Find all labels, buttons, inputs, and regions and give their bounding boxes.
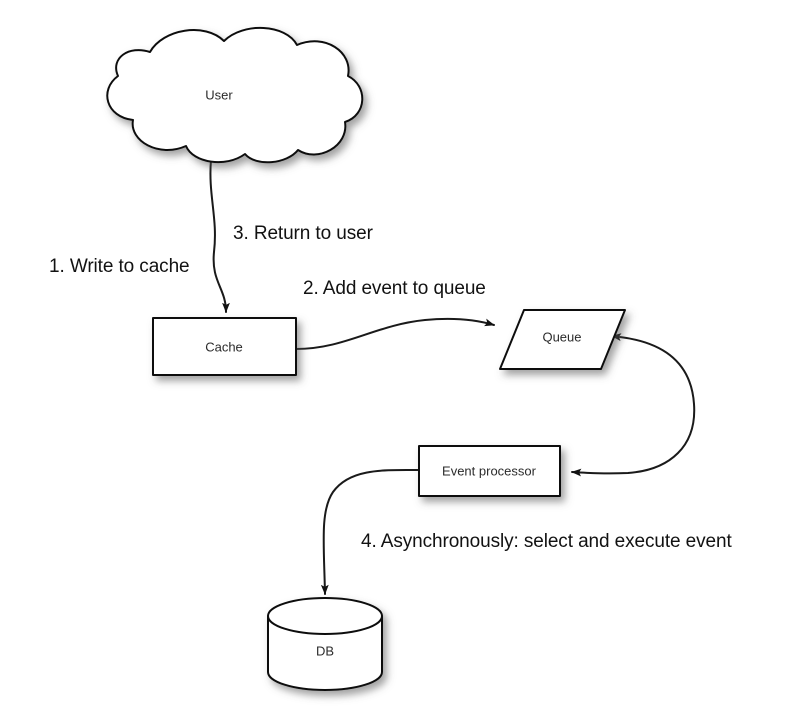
node-db-label: DB (316, 643, 334, 658)
queue-shape (499, 309, 626, 370)
node-event-processor[interactable]: Event processor (418, 445, 561, 497)
step-label-add-event-to-queue: 2. Add event to queue (303, 278, 486, 299)
edge-layer (209, 159, 696, 595)
node-cache[interactable]: Cache (152, 317, 297, 376)
node-cache-label: Cache (205, 339, 243, 354)
edge-cache-to-queue (295, 317, 495, 350)
step-label-return-to-user: 3. Return to user (233, 223, 373, 244)
cloud-shape (106, 27, 364, 164)
node-user[interactable]: User (106, 27, 364, 164)
cache-shape (152, 317, 297, 376)
event-processor-shape (418, 445, 561, 497)
node-queue[interactable]: Queue (499, 309, 626, 370)
node-db[interactable]: DB (267, 597, 383, 691)
edge-user-to-cache (209, 159, 230, 313)
node-user-label: User (205, 87, 233, 102)
step-label-write-to-cache: 1. Write to cache (49, 256, 190, 277)
edge-queue-event-processor (571, 333, 696, 477)
node-event-processor-label: Event processor (442, 463, 537, 478)
node-queue-label: Queue (542, 329, 581, 344)
step-label-asynchronously-select-and-execute-event: 4. Asynchronously: select and execute ev… (361, 531, 732, 552)
cylinder-body (267, 615, 383, 691)
cylinder-top-ellipse (267, 597, 383, 635)
node-layer: User Cache Queue Event processor (106, 27, 626, 691)
edge-event-processor-to-db (320, 468, 420, 595)
